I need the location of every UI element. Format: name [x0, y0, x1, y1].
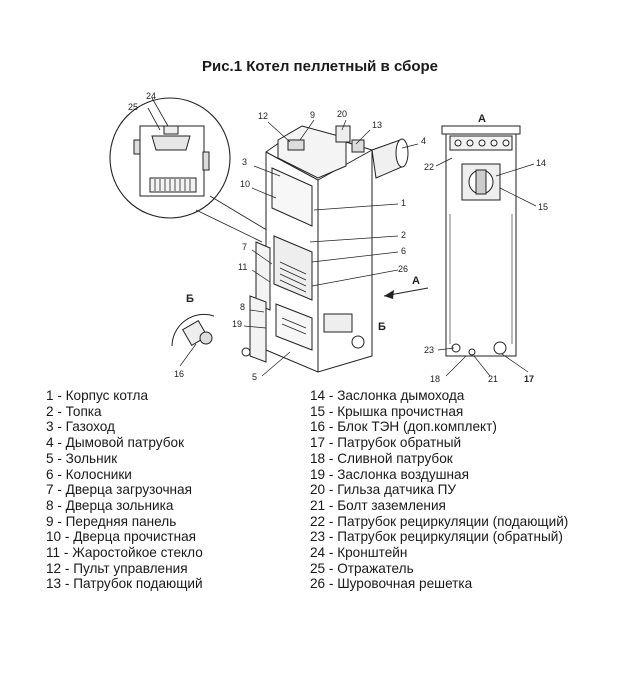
rear-leader-lines: [435, 157, 537, 377]
callout-16: 16: [174, 369, 184, 379]
legend-item: 7 - Дверца загрузочная: [46, 482, 192, 498]
legend-item: 25 - Отражатель: [310, 560, 414, 576]
legend-item: 19 - Заслонка воздушная: [310, 466, 469, 482]
legend-item: 18 - Сливной патрубок: [310, 450, 453, 466]
callout-10: 10: [240, 179, 250, 189]
callout-12: 12: [258, 111, 268, 121]
callout-23: 23: [424, 345, 434, 355]
legend-item: 22 - Патрубок рециркуляции (подающий): [310, 513, 569, 529]
view-letter-b-side: Б: [378, 321, 386, 333]
callout-3: 3: [242, 157, 247, 167]
callout-5: 5: [252, 372, 257, 382]
callout-26: 26: [398, 264, 408, 274]
legend-item: 21 - Болт заземления: [310, 497, 446, 513]
callout-17: 17: [524, 374, 534, 384]
callout-9: 9: [310, 110, 315, 120]
callout-8: 8: [240, 302, 245, 312]
callout-22: 22: [424, 162, 434, 172]
rear-view-a: [441, 125, 521, 357]
legend-item: 17 - Патрубок обратный: [310, 435, 462, 451]
legend-item: 15 - Крышка прочистная: [310, 403, 464, 419]
callout-24: 24: [146, 91, 156, 101]
view-letter-b-top: Б: [186, 293, 194, 305]
figure-title: Рис.1 Котел пеллетный в сборе: [201, 58, 439, 75]
legend-item: 20 - Гильза датчика ПУ: [310, 482, 457, 498]
legend-item: 9 - Передняя панель: [46, 513, 177, 529]
callout-4: 4: [421, 136, 426, 146]
boiler-leader-lines: [243, 119, 419, 377]
callout-6: 6: [401, 246, 406, 256]
legend-item: 3 - Газоход: [46, 419, 115, 435]
legend-item: 12 - Пульт управления: [46, 560, 188, 576]
legend-item: 5 - Зольник: [46, 450, 118, 466]
view-letter-a-arrow: А: [412, 275, 420, 287]
callout-11: 11: [238, 262, 247, 272]
view-a-arrowhead: [384, 290, 394, 299]
view-letter-a-top: А: [478, 113, 486, 125]
legend-item: 4 - Дымовой патрубок: [46, 435, 185, 451]
callout-25: 25: [128, 102, 138, 112]
callout-7: 7: [242, 242, 247, 252]
callout-1: 1: [401, 198, 406, 208]
legend-left-column: 1 - Корпус котла 2 - Топка 3 - Газоход 4…: [46, 388, 203, 592]
callout-19: 19: [232, 319, 242, 329]
legend-item: 11 - Жаростойкое стекло: [46, 545, 203, 561]
legend-item: 24 - Кронштейн: [310, 545, 408, 561]
callout-13: 13: [372, 120, 382, 130]
legend-item: 13 - Патрубок подающий: [46, 576, 203, 592]
callout-15: 15: [538, 202, 548, 212]
legend-item: 6 - Колосники: [46, 466, 132, 482]
legend-item: 2 - Топка: [46, 403, 102, 419]
detail-view-reflector: [109, 97, 271, 243]
legend-item: 23 - Патрубок рециркуляции (обратный): [310, 529, 563, 545]
callout-21: 21: [488, 374, 498, 384]
callout-2: 2: [401, 230, 406, 240]
boiler-isometric: [241, 125, 409, 373]
legend-right-column: 14 - Заслонка дымохода 15 - Крышка прочи…: [310, 388, 568, 592]
legend-item: 1 - Корпус котла: [46, 388, 149, 403]
detail-view-heater: [171, 313, 215, 367]
callout-14: 14: [536, 158, 546, 168]
legend-item: 16 - Блок ТЭН (доп.комплект): [310, 419, 497, 435]
callout-20: 20: [337, 109, 347, 119]
legend-item: 26 - Шуровочная решетка: [310, 576, 473, 592]
callout-18: 18: [430, 374, 440, 384]
legend-item: 8 - Дверца зольника: [46, 497, 174, 513]
legend-item: 10 - Дверца прочистная: [46, 529, 197, 545]
legend-item: 14 - Заслонка дымохода: [310, 388, 465, 403]
boiler-assembly-drawing: 24 25: [109, 91, 548, 384]
